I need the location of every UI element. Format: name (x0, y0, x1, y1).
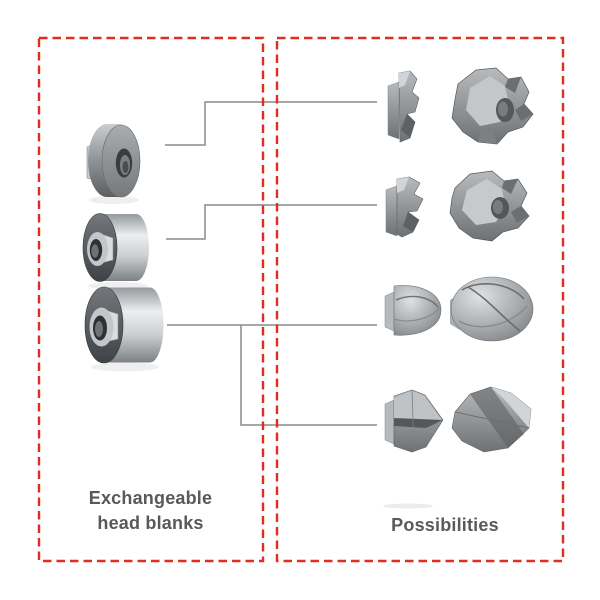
right-panel-label: Possibilities (391, 515, 499, 535)
large-cylinder-head-blank-image (84, 286, 164, 372)
flanged-disc-head-blank-image (86, 124, 141, 204)
serrated-side-mill-pair-image (387, 67, 534, 145)
connector-blank1-row1 (165, 101, 377, 146)
left-panel-label-line2: head blanks (97, 513, 204, 533)
right-panel-border (275, 36, 565, 563)
left-panel-label-line1: Exchangeable (88, 488, 213, 508)
small-cylinder-head-blank-image (82, 213, 149, 290)
connector-blank3-row4 (240, 325, 377, 426)
connector-blank2-row2 (166, 204, 377, 240)
left-panel-label: Exchangeable head blanks (38, 486, 263, 536)
chamfer-head-pair-image (383, 386, 532, 509)
left-panel-border (37, 36, 265, 563)
ball-nose-head-pair-image (384, 276, 534, 342)
connector-lines (165, 101, 377, 426)
roughing-end-mill-pair-image (385, 170, 530, 242)
